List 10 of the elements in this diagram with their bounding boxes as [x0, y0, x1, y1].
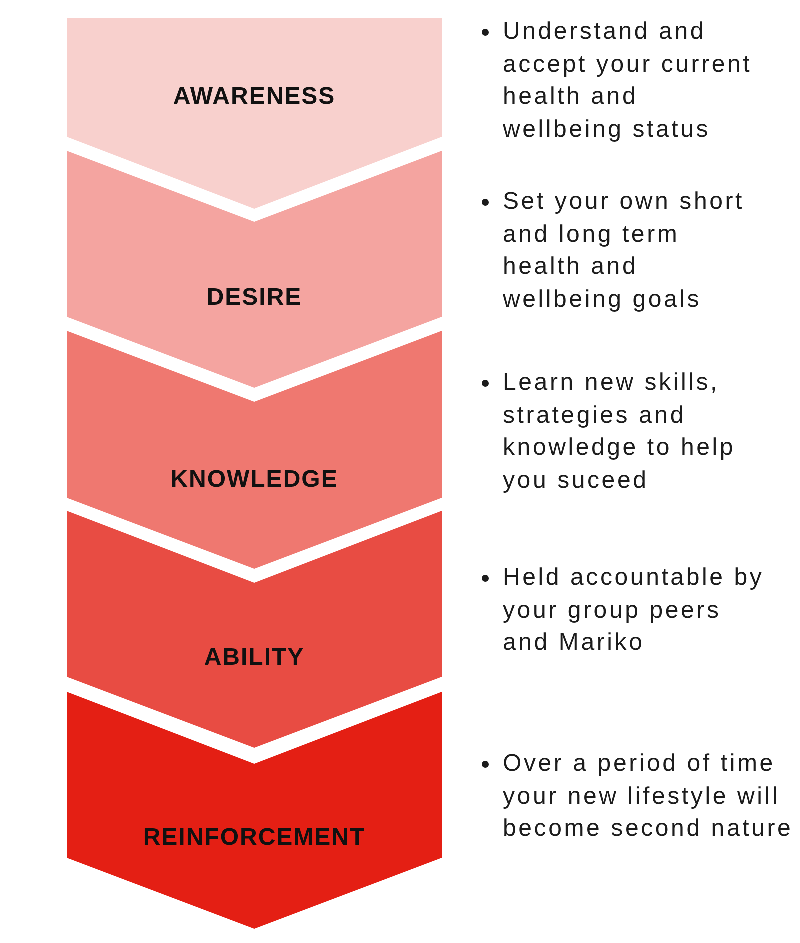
description-text: Learn new skills, strategies and knowledge to help you suceed	[503, 368, 737, 496]
description-text: Understand and accept your current health and wellbeing status	[503, 17, 754, 144]
stage-label: KNOWLEDGE	[170, 466, 338, 494]
stage-label: ABILITY	[204, 644, 305, 672]
stage-label: REINFORCEMENT	[143, 824, 366, 852]
stage-label: DESIRE	[206, 284, 302, 312]
description-text: Set your own short and long term health and wellbeing goals	[503, 187, 746, 314]
stage-label: AWARENESS	[173, 83, 336, 111]
description-text: Held accountable by your group peers and Mariko	[503, 563, 766, 658]
description-text: Over a period of time your new lifestyle will become second nature	[503, 749, 794, 844]
